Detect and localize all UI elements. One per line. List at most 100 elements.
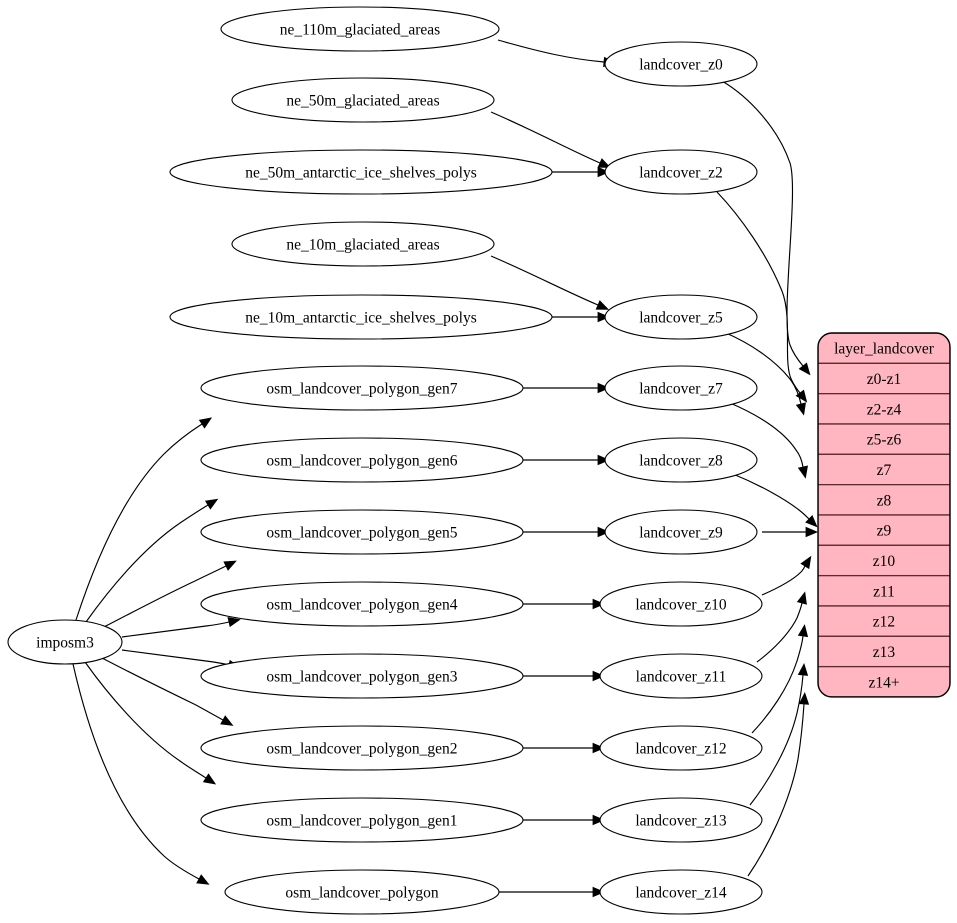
node-label: osm_landcover_polygon_gen2 (266, 741, 457, 758)
layer-table-row-4-cell[interactable] (818, 483, 950, 516)
node-shape-ellipse[interactable] (231, 77, 495, 123)
edge-osm_landcover_polygon-to-landcover_z14 (499, 886, 606, 898)
edge-path (121, 621, 230, 638)
node-landcover_z11[interactable]: landcover_z11 (599, 653, 763, 699)
node-shape-ellipse[interactable] (200, 365, 524, 411)
node-landcover_z5[interactable]: landcover_z5 (604, 294, 758, 340)
edge-arrowhead (805, 514, 818, 528)
node-osm_landcover_polygon_gen2[interactable]: osm_landcover_polygon_gen2 (200, 725, 524, 771)
node-label: ne_10m_antarctic_ice_shelves_polys (245, 310, 477, 327)
node-shape-ellipse[interactable] (200, 437, 524, 483)
node-osm_landcover_polygon_gen5[interactable]: osm_landcover_polygon_gen5 (200, 509, 524, 555)
edge-arrowhead (597, 311, 611, 323)
edge-arrowhead (798, 362, 811, 376)
node-ne_110m_glaciated_areas[interactable]: ne_110m_glaciated_areas (220, 6, 500, 52)
node-shape-ellipse[interactable] (200, 581, 524, 627)
edge-arrowhead (220, 715, 234, 726)
edge-osm_landcover_polygon_gen5-to-landcover_z9 (523, 526, 611, 538)
node-label: ne_50m_glaciated_areas (286, 93, 439, 110)
node-landcover_z0[interactable]: landcover_z0 (604, 41, 758, 87)
node-landcover_z7[interactable]: landcover_z7 (604, 365, 758, 411)
node-ne_10m_antarctic_ice_shelves_polys[interactable]: ne_10m_antarctic_ice_shelves_polys (169, 294, 553, 340)
node-shape-ellipse[interactable] (200, 725, 524, 771)
edge-osm_landcover_polygon_gen7-to-landcover_z7 (523, 382, 611, 394)
node-label: landcover_z0 (639, 57, 723, 74)
edge-path (121, 649, 230, 666)
node-osm_landcover_polygon_gen6[interactable]: osm_landcover_polygon_gen6 (200, 437, 524, 483)
edge-imposm3-to-osm_landcover_polygon_gen2 (101, 657, 234, 726)
edge-layer (72, 39, 819, 898)
node-shape-ellipse[interactable] (220, 6, 500, 52)
node-shape-ellipse[interactable] (7, 619, 123, 665)
edge-osm_landcover_polygon_gen4-to-landcover_z10 (523, 598, 606, 610)
edge-osm_landcover_polygon_gen1-to-landcover_z13 (523, 814, 606, 826)
node-landcover_z8[interactable]: landcover_z8 (604, 437, 758, 483)
node-osm_landcover_polygon_gen1[interactable]: osm_landcover_polygon_gen1 (200, 797, 524, 843)
node-shape-ellipse[interactable] (169, 149, 553, 195)
edge-arrowhead (592, 598, 606, 610)
node-label: landcover_z2 (639, 165, 723, 182)
node-shape-ellipse[interactable] (200, 509, 524, 555)
layer-table-row-10-cell[interactable] (818, 665, 950, 697)
node-landcover_z14[interactable]: landcover_z14 (599, 869, 763, 915)
node-label: ne_50m_antarctic_ice_shelves_polys (245, 165, 477, 182)
layer-landcover-table[interactable]: layer_landcoverz0-z1z2-z4z5-z6z7z8z9z10z… (817, 332, 951, 698)
layer-table-row-3-label: z7 (877, 462, 892, 479)
edge-arrowhead (202, 773, 217, 785)
edge-path (490, 255, 599, 306)
node-ne_50m_antarctic_ice_shelves_polys[interactable]: ne_50m_antarctic_ice_shelves_polys (169, 149, 553, 195)
node-landcover_z13[interactable]: landcover_z13 (599, 797, 763, 843)
layer-table-row-8-label: z12 (873, 614, 895, 631)
node-shape-ellipse[interactable] (599, 869, 763, 915)
layer-table-row-1-cell[interactable] (818, 393, 950, 425)
edge-path (729, 402, 804, 468)
edge-ne_10m_antarctic_ice_shelves_polys-to-landcover_z5 (552, 311, 611, 323)
node-landcover_z10[interactable]: landcover_z10 (599, 581, 763, 627)
node-shape-ellipse[interactable] (599, 581, 763, 627)
node-osm_landcover_polygon[interactable]: osm_landcover_polygon (224, 869, 500, 915)
edge-arrowhead (595, 300, 610, 310)
edge-ne_50m_antarctic_ice_shelves_polys-to-landcover_z2 (552, 166, 611, 178)
node-shape-ellipse[interactable] (604, 509, 758, 555)
node-shape-ellipse[interactable] (599, 797, 763, 843)
layer-table-row-7-cell[interactable] (818, 574, 950, 607)
node-osm_landcover_polygon_gen4[interactable]: osm_landcover_polygon_gen4 (200, 581, 524, 627)
node-landcover_z12[interactable]: landcover_z12 (599, 725, 763, 771)
node-shape-ellipse[interactable] (169, 294, 553, 340)
edge-arrowhead (597, 166, 611, 178)
node-osm_landcover_polygon_gen3[interactable]: osm_landcover_polygon_gen3 (200, 653, 524, 699)
node-shape-ellipse[interactable] (604, 149, 758, 195)
node-shape-ellipse[interactable] (604, 437, 758, 483)
node-landcover_z2[interactable]: landcover_z2 (604, 149, 758, 195)
layer-table-row-1-label: z2-z4 (867, 401, 902, 418)
layer-table-header-label: layer_landcover (834, 341, 935, 358)
edge-landcover_z5-to-layer_landcover_row_2 (725, 332, 806, 416)
edge-landcover_z12-to-layer_landcover_row_8 (751, 624, 809, 734)
edge-arrowhead (797, 465, 808, 479)
node-shape-ellipse[interactable] (231, 221, 495, 267)
node-shape-ellipse[interactable] (224, 869, 500, 915)
node-ne_10m_glaciated_areas[interactable]: ne_10m_glaciated_areas (231, 221, 495, 267)
node-shape-ellipse[interactable] (200, 797, 524, 843)
node-shape-ellipse[interactable] (604, 294, 758, 340)
edge-arrowhead (805, 526, 819, 538)
edge-landcover_z11-to-layer_landcover_row_7 (756, 591, 807, 663)
node-shape-ellipse[interactable] (200, 653, 524, 699)
layer-table-row-3-cell[interactable] (818, 453, 950, 486)
node-shape-ellipse[interactable] (599, 653, 763, 699)
node-shape-ellipse[interactable] (604, 365, 758, 411)
node-ne_50m_glaciated_areas[interactable]: ne_50m_glaciated_areas (231, 77, 495, 123)
node-osm_landcover_polygon_gen7[interactable]: osm_landcover_polygon_gen7 (200, 365, 524, 411)
edge-arrowhead (795, 402, 806, 416)
edge-landcover_z14-to-layer_landcover_row_10 (747, 691, 810, 877)
layer-table-row-9-cell[interactable] (818, 635, 950, 668)
layer-table-row-5-cell[interactable] (818, 514, 950, 546)
node-shape-ellipse[interactable] (599, 725, 763, 771)
edge-landcover_z7-to-layer_landcover_row_3 (729, 402, 808, 479)
edge-arrowhead (223, 560, 237, 571)
node-imposm3[interactable]: imposm3 (7, 619, 123, 665)
node-label: ne_10m_glaciated_areas (286, 237, 439, 254)
node-shape-ellipse[interactable] (604, 41, 758, 87)
edge-ne_110m_glaciated_areas-to-landcover_z0 (497, 39, 616, 68)
node-landcover_z9[interactable]: landcover_z9 (604, 509, 758, 555)
